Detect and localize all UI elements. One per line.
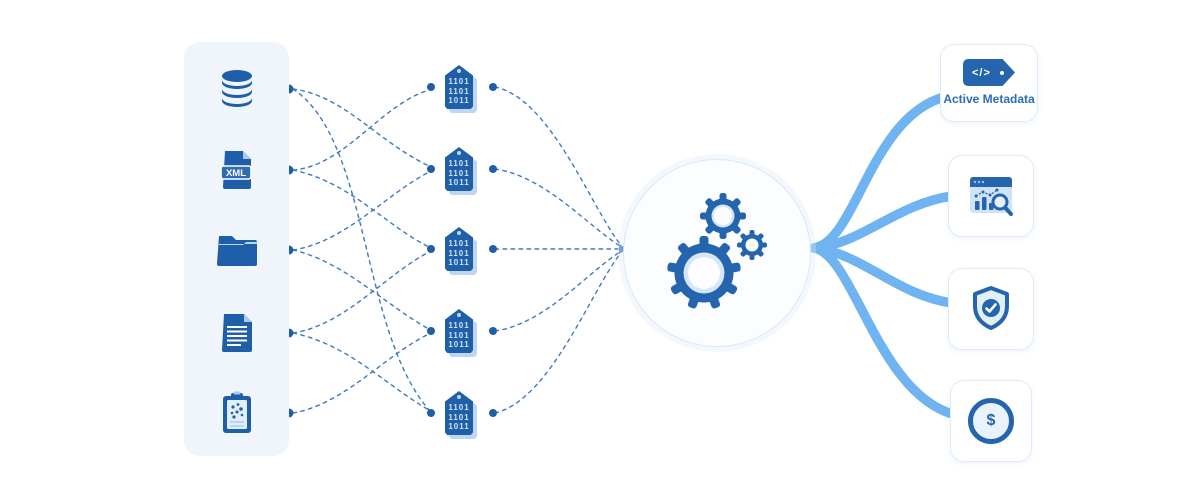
tag-right-dots	[489, 83, 497, 417]
tag-left-dots	[427, 83, 435, 417]
tag-to-processor-dashed-lines	[494, 86, 621, 414]
document-icon	[216, 312, 258, 354]
gears-icon	[667, 193, 767, 309]
flow-funnel-icon	[810, 236, 832, 260]
code-tag-icon: </>	[963, 59, 1015, 86]
chart-magnifier-icon	[970, 177, 1013, 216]
output-card-cost: $	[950, 380, 1032, 462]
xml-file-icon: XML	[216, 149, 258, 191]
folder-icon	[216, 229, 258, 271]
tag-hole	[457, 69, 461, 73]
output-card-security	[948, 268, 1034, 350]
database-icon	[216, 68, 258, 110]
shield-check-icon	[973, 286, 1009, 330]
dollar-coin-icon: $	[968, 398, 1014, 444]
clipboard-data-icon	[216, 391, 258, 434]
processor-to-output-flow-lines	[809, 92, 957, 419]
output-card-active-metadata: </> Active Metadata	[940, 44, 1038, 122]
output-card-analytics	[948, 155, 1034, 237]
processor-circle	[623, 159, 811, 347]
card-label: Active Metadata	[943, 92, 1035, 106]
svg-text:XML: XML	[226, 168, 246, 179]
source-to-tag-dashed-lines	[292, 88, 430, 414]
